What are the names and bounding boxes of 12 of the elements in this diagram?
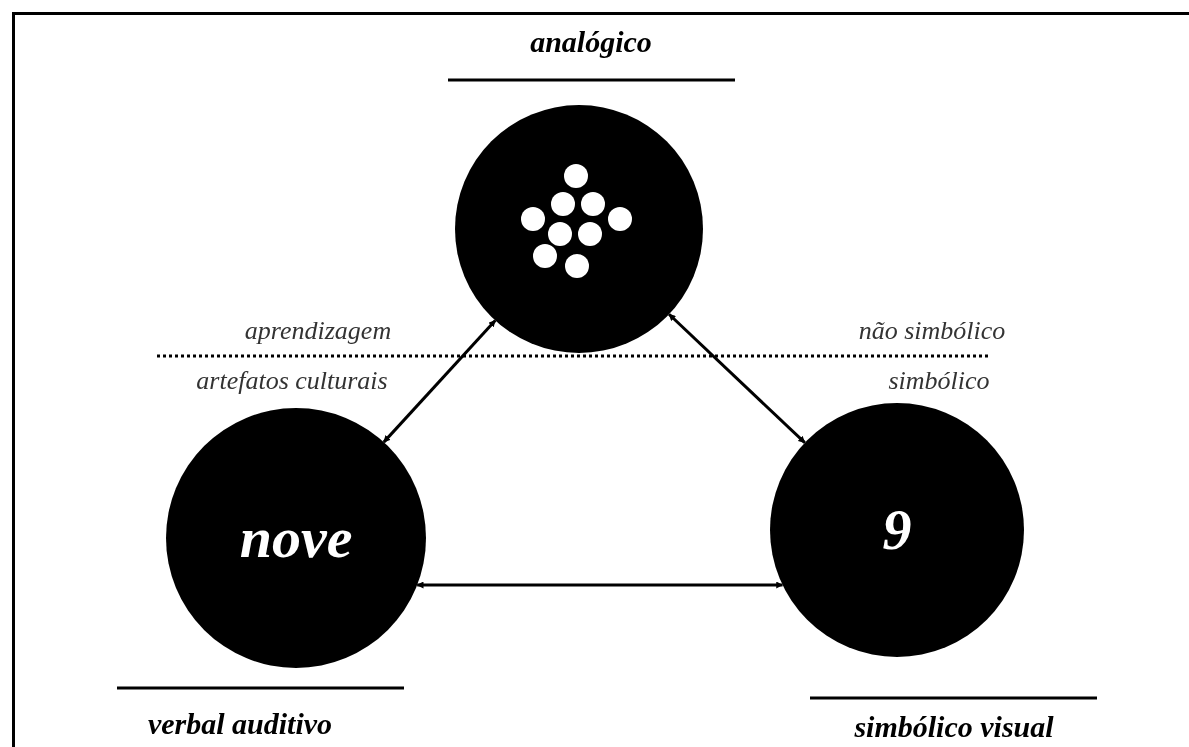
double-arrow xyxy=(382,319,497,444)
divider-label: artefatos culturais xyxy=(196,367,388,396)
circle-text: 9 xyxy=(882,501,912,559)
divider-label: aprendizagem xyxy=(244,317,392,346)
category-label: analógico xyxy=(530,25,652,58)
double-arrow xyxy=(416,581,784,589)
category-label: verbal auditivo xyxy=(147,707,333,740)
circle-text: nove xyxy=(239,509,353,567)
divider-label: simbólico xyxy=(888,367,990,396)
category-label: simbólico visual xyxy=(854,710,1054,743)
divider-label: não simbólico xyxy=(858,317,1006,346)
double-arrow xyxy=(668,313,806,444)
